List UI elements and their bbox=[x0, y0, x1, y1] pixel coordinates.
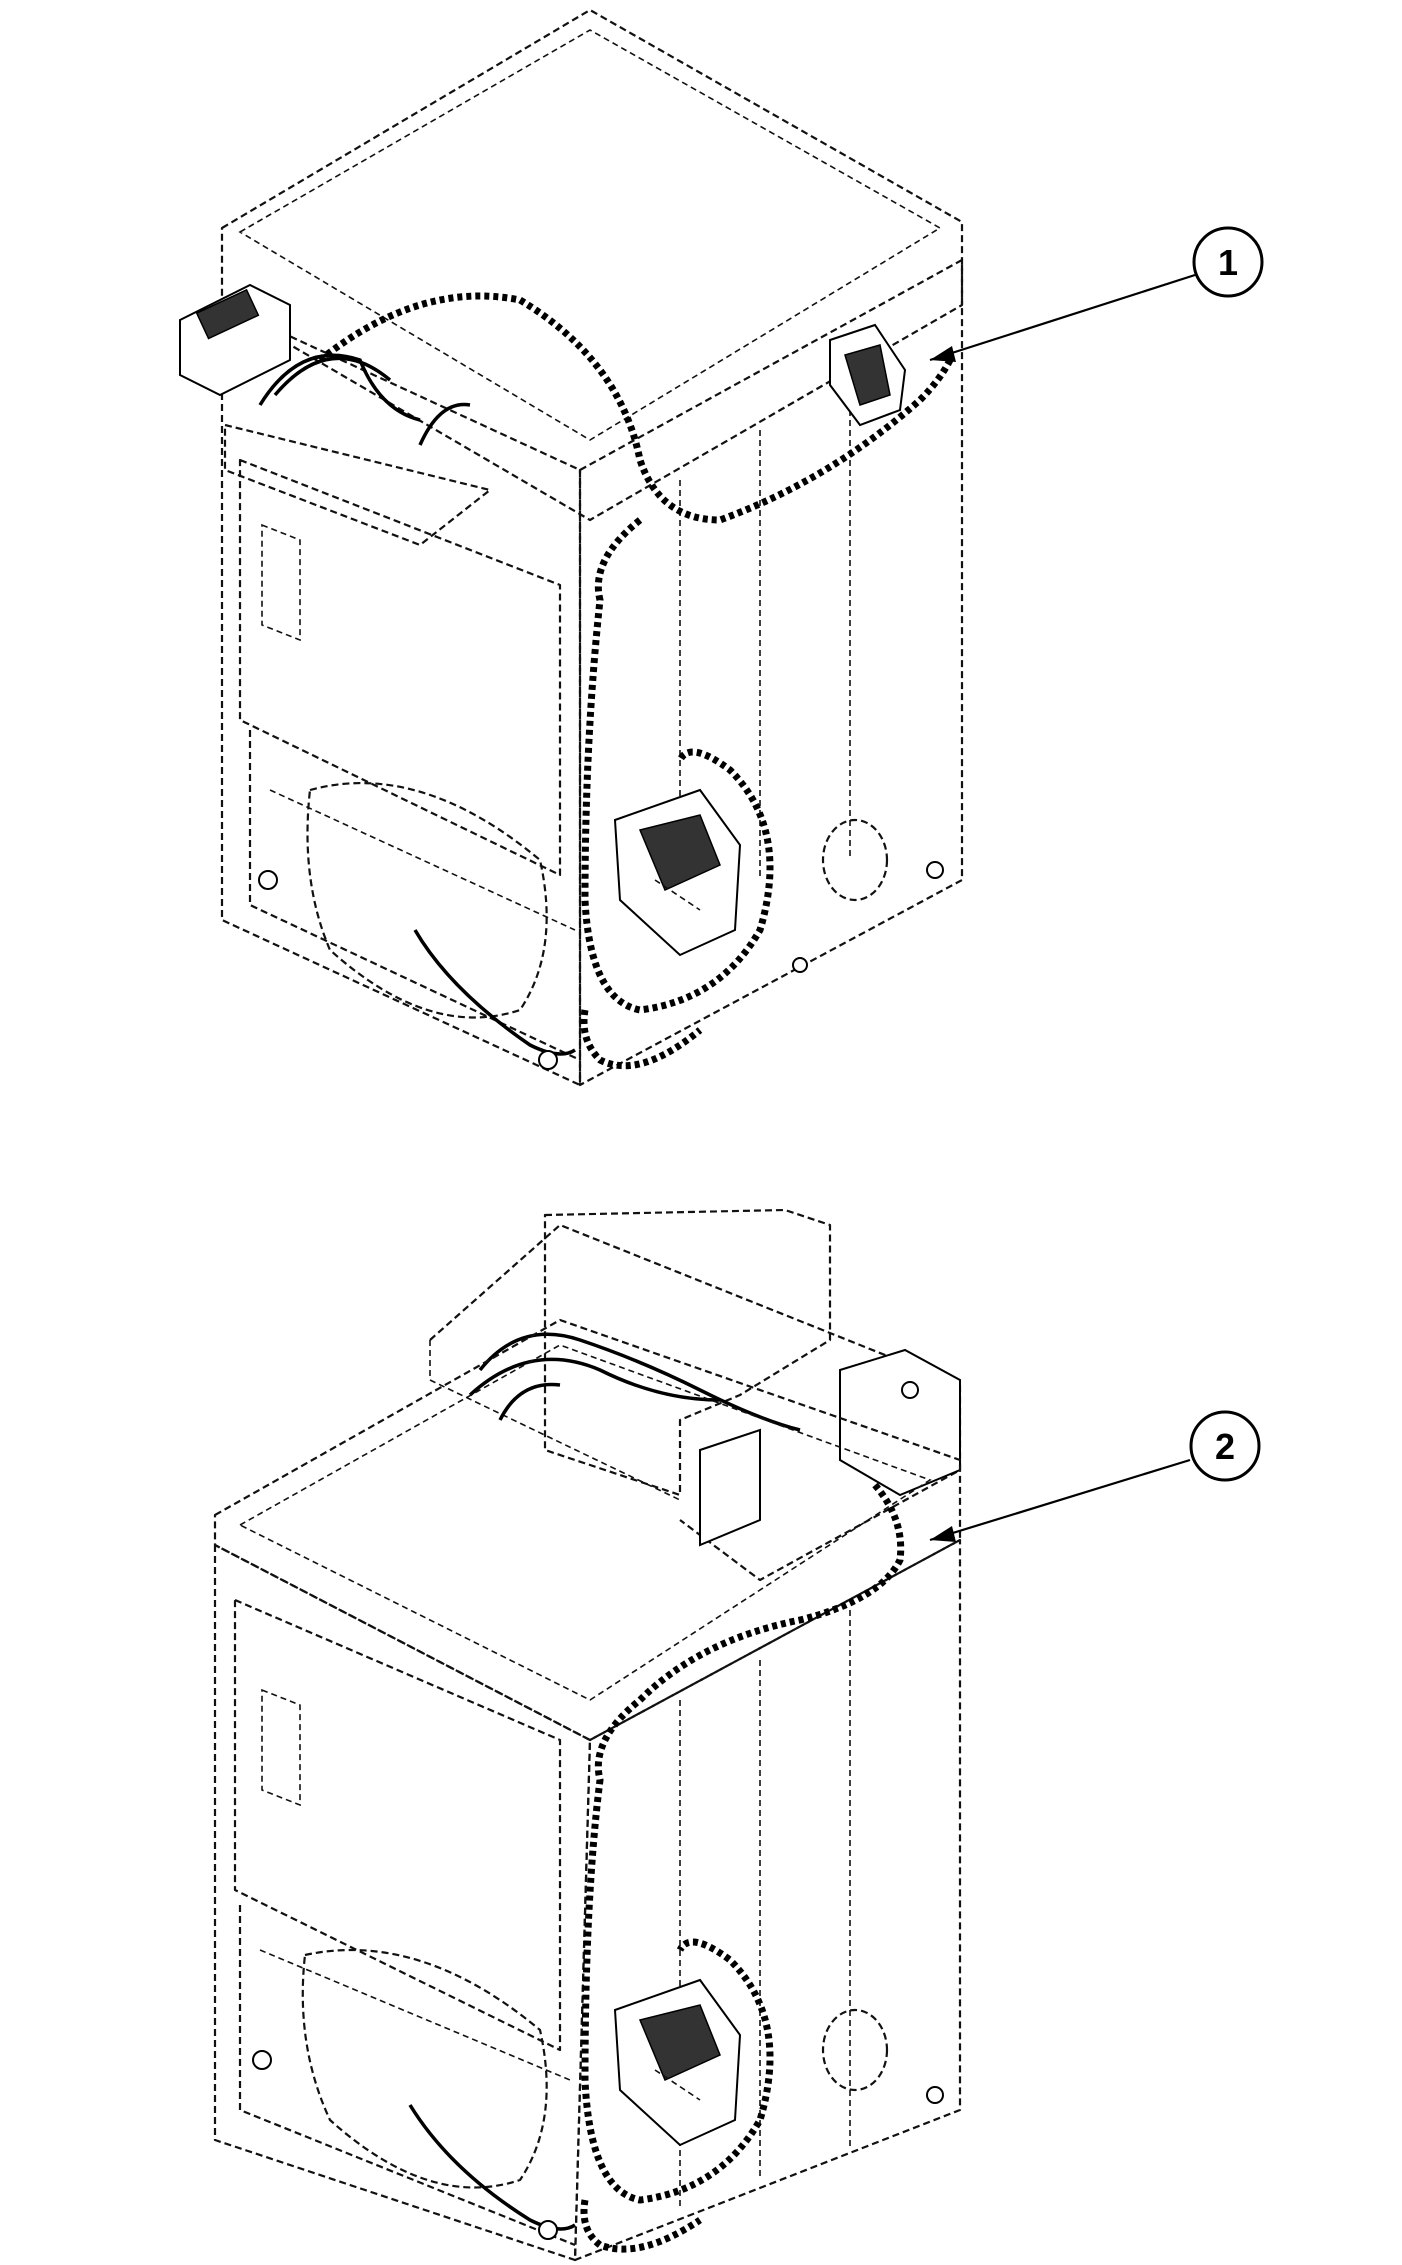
callout-1-circle bbox=[1192, 226, 1264, 298]
callout-1-leader bbox=[929, 273, 1196, 362]
dryer-front-control-illustration bbox=[179, 8, 964, 1087]
callout-1-arrowhead bbox=[930, 346, 956, 362]
callout-2-arrowhead bbox=[930, 1526, 956, 1542]
callout-1: 1 bbox=[929, 226, 1264, 362]
callout-2-number: 2 bbox=[1215, 1426, 1235, 1467]
callout-1-number: 1 bbox=[1218, 242, 1238, 283]
callout-2-leader bbox=[929, 1458, 1191, 1542]
callout-2-circle bbox=[1189, 1410, 1261, 1482]
dryer-rear-console-illustration bbox=[213, 1208, 962, 2262]
callout-2: 2 bbox=[929, 1410, 1261, 1542]
